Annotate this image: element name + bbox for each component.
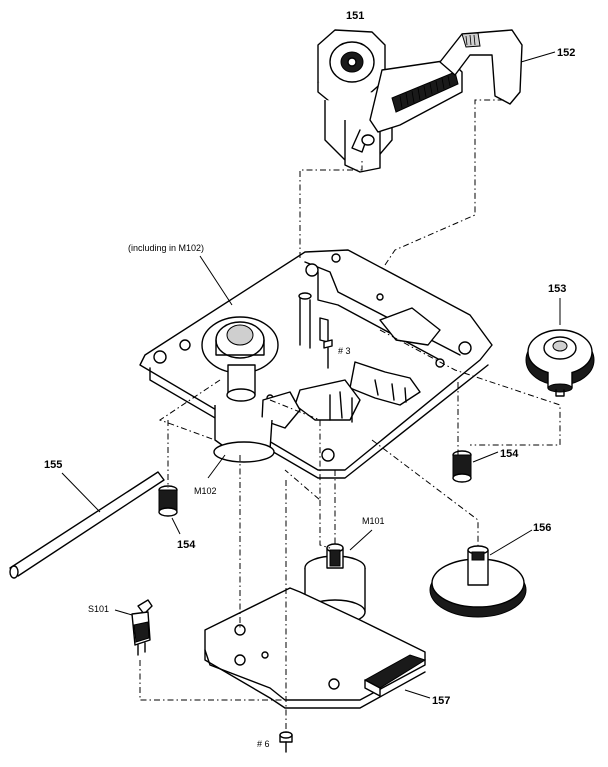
callout-screw-6: # 6 — [257, 739, 270, 749]
main-chassis — [139, 249, 493, 479]
callout-s101: S101 — [88, 604, 109, 614]
callout-151: 151 — [346, 10, 364, 22]
callout-m101: M101 — [362, 516, 385, 526]
callout-157: 157 — [432, 695, 450, 707]
gear-156 — [429, 545, 527, 618]
bracket-157 — [204, 587, 427, 709]
callout-154-left: 154 — [177, 539, 196, 551]
callout-153: 153 — [548, 283, 566, 295]
callout-156: 156 — [533, 522, 551, 534]
screw-6 — [279, 731, 293, 753]
optical-pickup-151 — [317, 29, 463, 173]
flex-cable-152 — [439, 29, 523, 105]
callout-154-right: 154 — [500, 448, 519, 460]
callout-screw-3: # 3 — [338, 346, 351, 356]
damper-154-left — [158, 485, 178, 517]
switch-s101 — [131, 599, 153, 656]
callout-152: 152 — [557, 47, 575, 59]
guide-shaft-155 — [9, 471, 165, 579]
callout-m102: M102 — [194, 486, 217, 496]
alignment-lines — [139, 99, 561, 733]
damper-154-right — [452, 450, 472, 483]
note-including-m102: (including in M102) — [128, 243, 204, 253]
gear-153 — [525, 329, 595, 397]
callout-155: 155 — [44, 459, 62, 471]
